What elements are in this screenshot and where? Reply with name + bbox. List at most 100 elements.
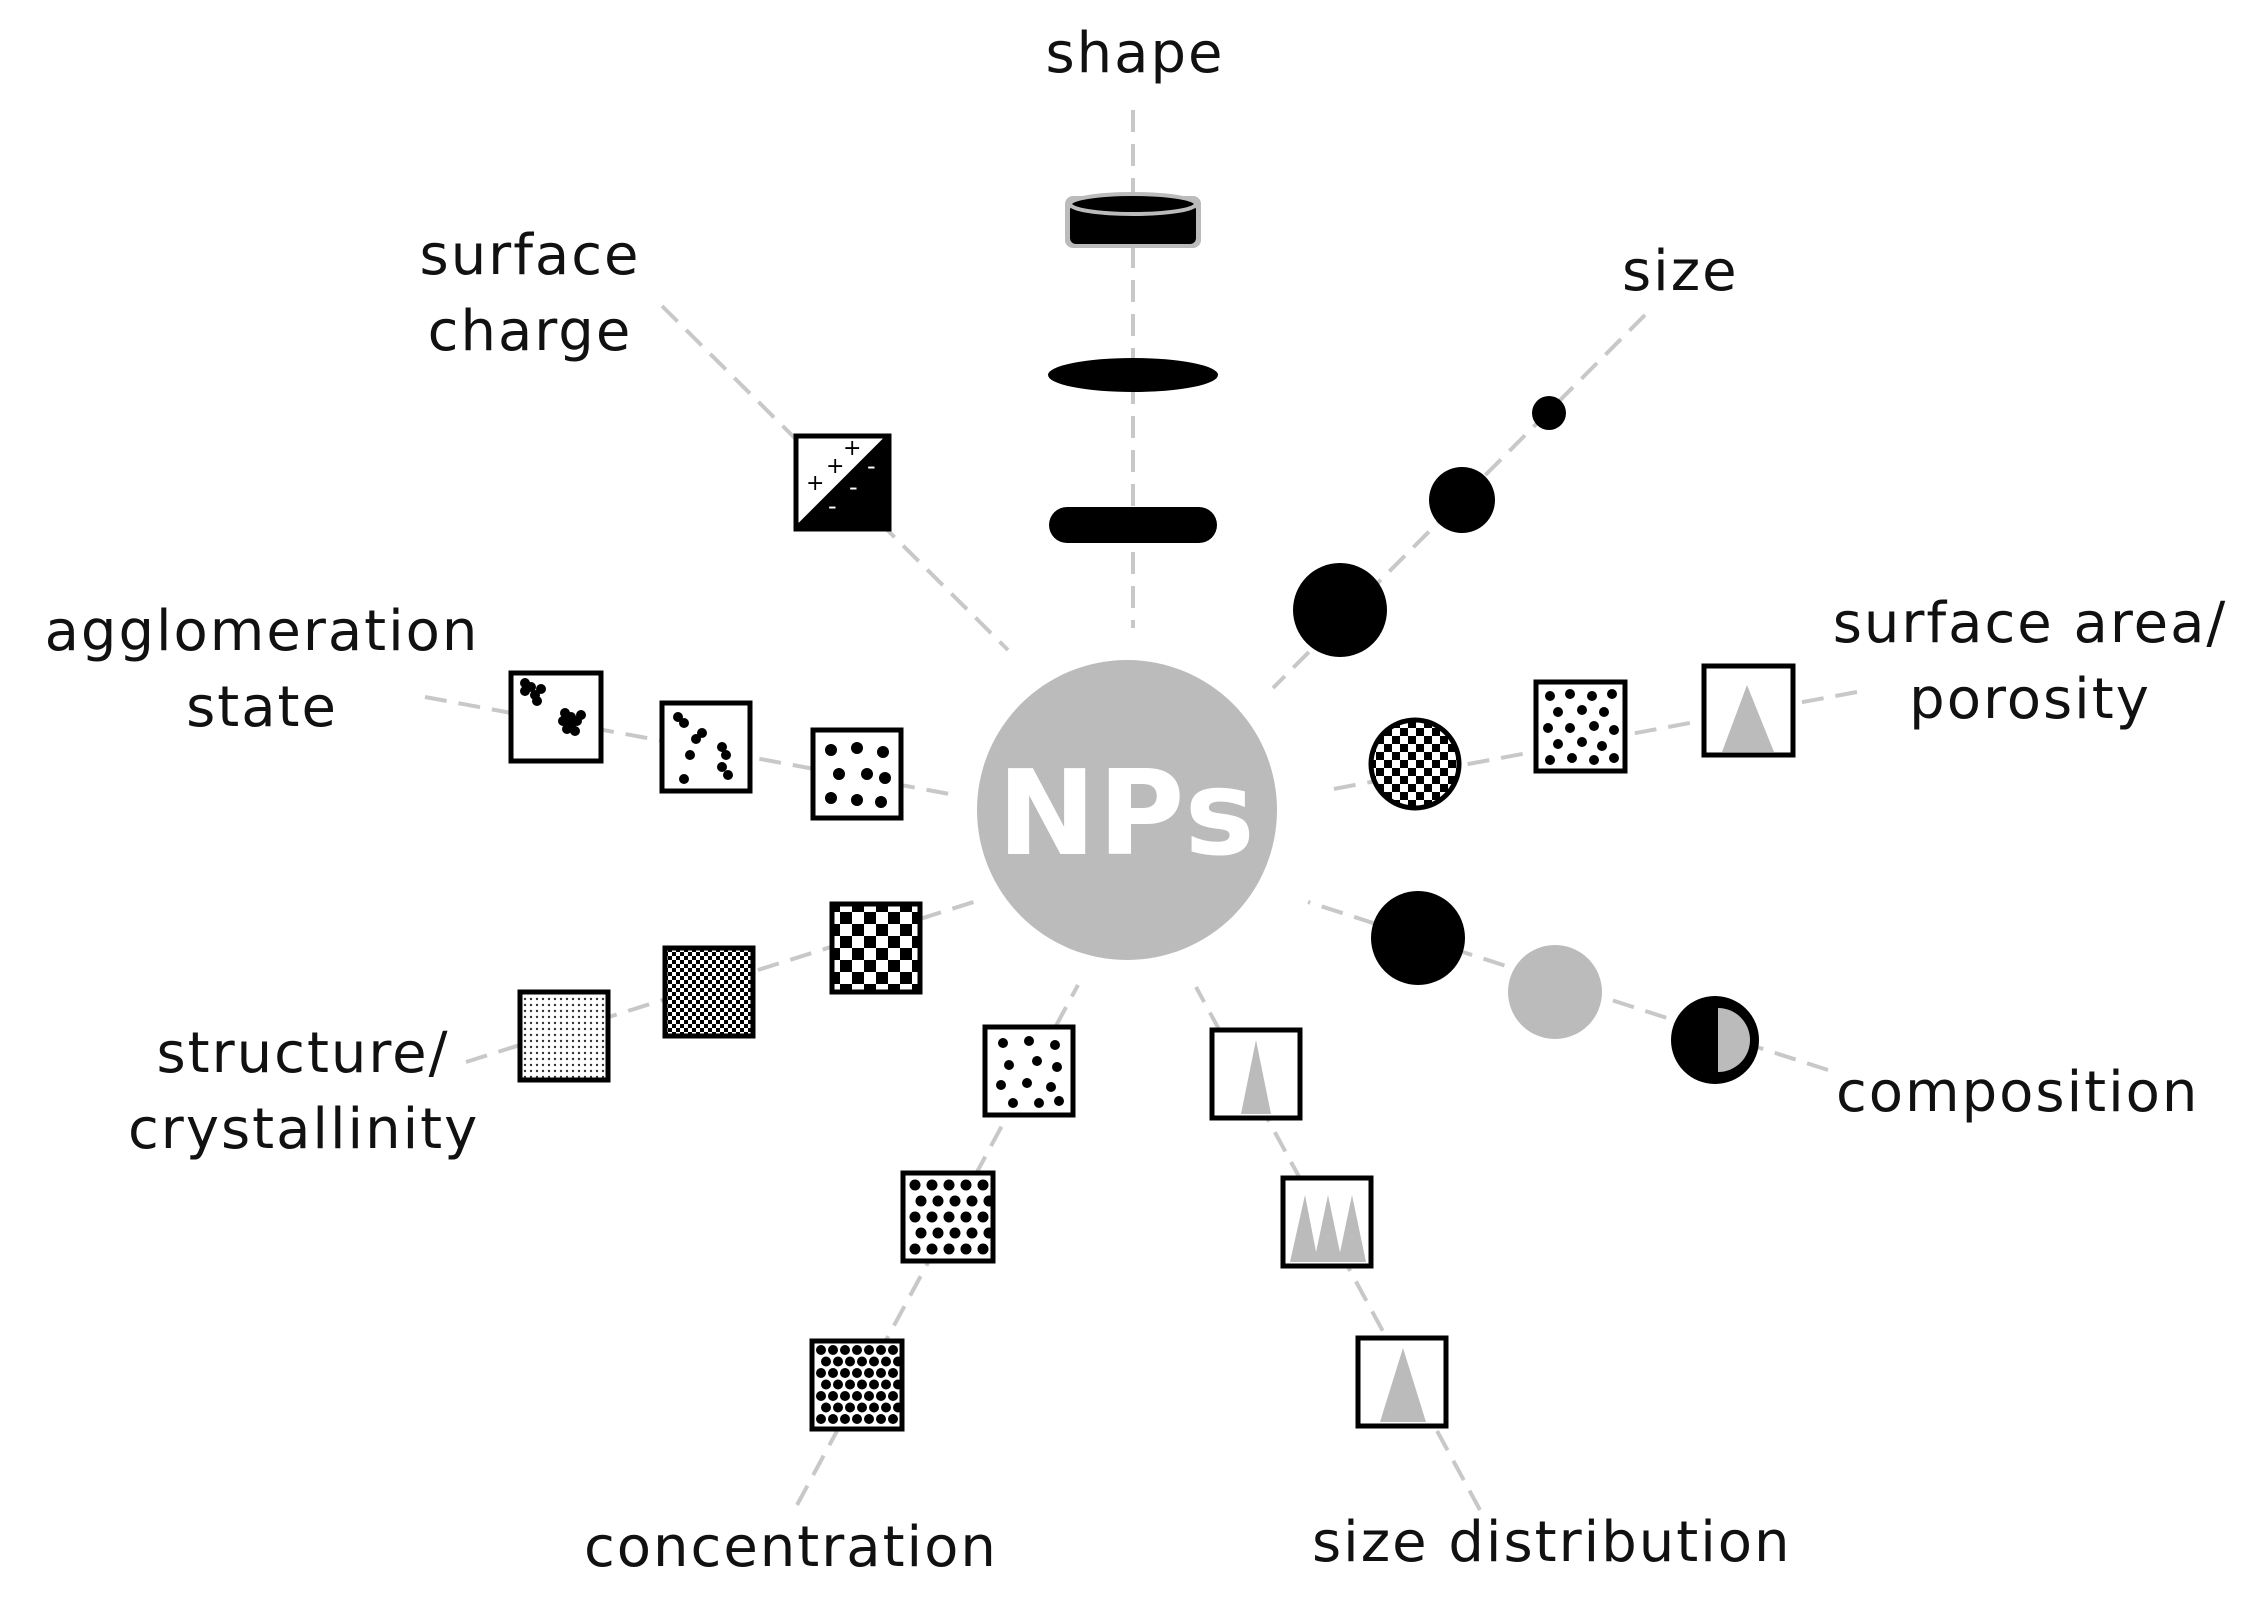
particle-dot — [932, 1227, 944, 1239]
particle-dot — [833, 1402, 843, 1413]
particle-dot — [909, 1179, 921, 1191]
particle-dot — [691, 734, 701, 744]
particle-dot — [828, 1391, 838, 1401]
particle-dot — [926, 1211, 938, 1223]
particle-dot — [966, 1195, 978, 1207]
particle-dot — [926, 1243, 938, 1255]
pore-dots-box-icon — [1533, 679, 1628, 774]
solid-black-particle-icon — [1371, 891, 1465, 985]
label-size-distribution: size distribution — [1312, 1510, 1792, 1575]
pore-dot — [1545, 691, 1555, 701]
particle-dot — [861, 768, 873, 780]
particle-dot — [977, 1211, 989, 1223]
svg-text:-: - — [867, 452, 876, 480]
particle-dot — [679, 774, 689, 784]
particle-dot — [816, 1391, 826, 1401]
particle-dot — [840, 1368, 850, 1378]
particle-dot — [881, 1402, 891, 1413]
pore-dot — [1565, 689, 1575, 699]
particle-dot — [869, 1402, 879, 1413]
particle-dot — [943, 1211, 955, 1223]
particle-dot — [816, 1345, 826, 1355]
particle-dot — [893, 1379, 903, 1390]
particle-dot — [845, 1379, 855, 1390]
particle-dot — [881, 1356, 891, 1367]
structure-glyphs — [517, 901, 923, 1083]
pore-dot — [1609, 725, 1619, 735]
particle-dot — [833, 1356, 843, 1367]
coarse-lattice-box-icon — [829, 901, 923, 995]
particle-dot — [828, 1345, 838, 1355]
particle-dot — [915, 1227, 927, 1239]
particle-dot — [876, 1391, 886, 1401]
particle-dot — [996, 1080, 1006, 1090]
particle-dot — [840, 1345, 850, 1355]
particle-dot — [833, 1379, 843, 1390]
oblate-ellipse-icon — [1048, 358, 1218, 392]
particle-dot — [845, 1402, 855, 1413]
particle-dot — [909, 1243, 921, 1255]
particle-dot — [915, 1195, 927, 1207]
particle-dot — [893, 1356, 903, 1367]
particle-dot — [1050, 1040, 1060, 1050]
particle-dot — [977, 1243, 989, 1255]
pore-dot — [1597, 741, 1607, 751]
pore-dot — [1567, 753, 1577, 763]
particle-dot — [852, 1414, 862, 1424]
large-particle-icon — [1293, 563, 1387, 657]
small-particle-icon — [1532, 396, 1566, 430]
particle-dot — [1046, 1082, 1056, 1092]
particle-dot — [949, 1195, 961, 1207]
svg-text:+: + — [826, 454, 844, 479]
particle-dot — [562, 724, 572, 734]
particle-dot — [857, 1356, 867, 1367]
particle-dot — [520, 686, 530, 696]
particle-dot — [966, 1227, 978, 1239]
agglomerated-box-icon — [508, 670, 604, 764]
particle-dot — [1024, 1036, 1034, 1046]
particle-dot — [851, 794, 863, 806]
particle-dot — [821, 1379, 831, 1390]
particle-dot — [864, 1414, 874, 1424]
pore-dot — [1553, 739, 1563, 749]
particle-dot — [821, 1356, 831, 1367]
particle-dot — [960, 1243, 972, 1255]
particle-dot — [851, 742, 863, 754]
pore-dot — [1589, 721, 1599, 731]
pore-dot — [1545, 755, 1555, 765]
multimodal-distribution-box-icon — [1280, 1175, 1374, 1269]
narrow-distribution-box-icon — [1209, 1027, 1303, 1121]
hub-label: NPs — [997, 744, 1257, 882]
particle-dot — [825, 792, 837, 804]
label-structure-crystallinity: structure/ crystallinity — [128, 1021, 480, 1162]
particle-dot — [879, 772, 891, 784]
particle-dot — [723, 770, 733, 780]
particle-dot — [909, 1211, 921, 1223]
particle-dot — [932, 1195, 944, 1207]
pore-dot — [1589, 755, 1599, 765]
particle-dot — [943, 1243, 955, 1255]
gray-particle-icon — [1508, 945, 1602, 1039]
particle-dot — [864, 1391, 874, 1401]
label-agglomeration-state: agglomeration state — [44, 599, 480, 740]
core-shell-particle-icon — [1671, 996, 1759, 1084]
high-concentration-box-icon — [809, 1338, 905, 1432]
amorphous-box-icon — [517, 989, 611, 1083]
particle-dot — [888, 1414, 898, 1424]
particle-dot — [852, 1345, 862, 1355]
particle-dot — [840, 1391, 850, 1401]
particle-dot — [685, 750, 695, 760]
particle-dot — [864, 1368, 874, 1378]
medium-concentration-box-icon — [900, 1170, 996, 1264]
surface-charge-box-icon: + + + - - - — [793, 433, 892, 532]
particle-dot — [828, 1368, 838, 1378]
pore-dot — [1607, 689, 1617, 699]
particle-dot — [877, 746, 889, 758]
particle-dot — [825, 744, 837, 756]
spoke-size — [1271, 313, 1647, 690]
pore-dot — [1587, 691, 1597, 701]
particle-dot — [869, 1379, 879, 1390]
pore-dot — [1543, 723, 1553, 733]
particle-dot — [1032, 1056, 1042, 1066]
